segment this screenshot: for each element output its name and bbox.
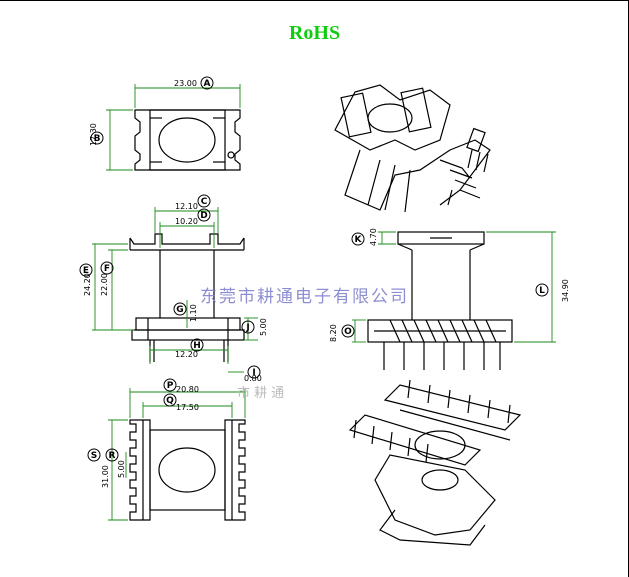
label-f-marker: F: [100, 261, 114, 275]
top-border-line: [0, 0, 629, 1]
rohs-title: RoHS: [288, 22, 341, 44]
dim-l-value: 34.90: [561, 279, 570, 302]
label-g-text: G: [176, 305, 183, 315]
label-q-text: Q: [166, 396, 174, 406]
label-k-marker: K: [351, 232, 365, 246]
label-l-marker: L: [535, 283, 549, 297]
label-b-text: B: [94, 134, 101, 144]
label-h-marker: H: [190, 338, 204, 352]
dim-i-value: 0.80: [244, 374, 262, 383]
label-r-marker: R: [105, 448, 119, 462]
label-j-text: J: [245, 323, 249, 333]
label-r-text: R: [109, 451, 116, 461]
top-view: [134, 109, 241, 171]
label-c-marker: C: [197, 194, 211, 208]
bottom-view: [129, 419, 246, 521]
dim-d-value: 10.20: [175, 217, 198, 226]
dim-b-value: 17.30: [89, 123, 98, 146]
dim-h-value: 12.20: [175, 350, 198, 359]
label-s-marker: S: [87, 448, 101, 462]
label-d-marker: D: [197, 208, 211, 222]
label-i-marker: I: [247, 365, 261, 379]
label-i-text: I: [252, 368, 255, 378]
label-q-marker: Q: [163, 393, 177, 407]
dim-j-value: 5.00: [259, 318, 268, 336]
dim-e-value: 24.20: [83, 273, 92, 296]
label-c-text: C: [201, 197, 208, 207]
dim-o-value: 8.20: [329, 324, 338, 342]
label-b-marker: B: [90, 131, 104, 145]
label-a-text: A: [204, 79, 211, 89]
dim-k-value: 4.70: [369, 228, 378, 246]
label-a-marker: A: [200, 76, 214, 90]
label-h-text: H: [193, 341, 201, 351]
label-s-text: S: [91, 451, 97, 461]
dim-p-value: 20.80: [176, 385, 199, 394]
dim-c-value: 12.10: [175, 202, 198, 211]
label-o-text: O: [344, 327, 352, 337]
label-f-text: F: [104, 264, 110, 274]
label-p-text: P: [167, 381, 174, 391]
isometric-view-bottom: [348, 379, 522, 546]
side-view: [367, 231, 513, 370]
label-g-marker: G: [173, 302, 187, 316]
label-o-marker: O: [341, 324, 355, 338]
label-k-text: K: [355, 235, 363, 245]
dim-g-value: 1.10: [189, 304, 198, 322]
isometric-view-top: [334, 84, 491, 213]
dim-s-value: 31.00: [101, 465, 110, 488]
company-watermark: 东莞市耕通电子有限公司: [200, 287, 409, 307]
label-p-marker: P: [163, 378, 177, 392]
dim-r-value: 5.00: [117, 460, 126, 478]
dimension-lines: [92, 84, 556, 521]
dim-q-value: 17.50: [176, 403, 199, 412]
label-d-text: D: [200, 211, 207, 221]
label-e-marker: E: [79, 263, 93, 277]
faint-watermark: 市 耕 通: [237, 386, 285, 401]
label-e-text: E: [83, 266, 89, 276]
label-j-marker: J: [241, 320, 255, 334]
dim-f-value: 22.00: [100, 273, 109, 296]
dim-a-value: 23.00: [174, 79, 197, 88]
label-l-text: L: [539, 286, 545, 296]
